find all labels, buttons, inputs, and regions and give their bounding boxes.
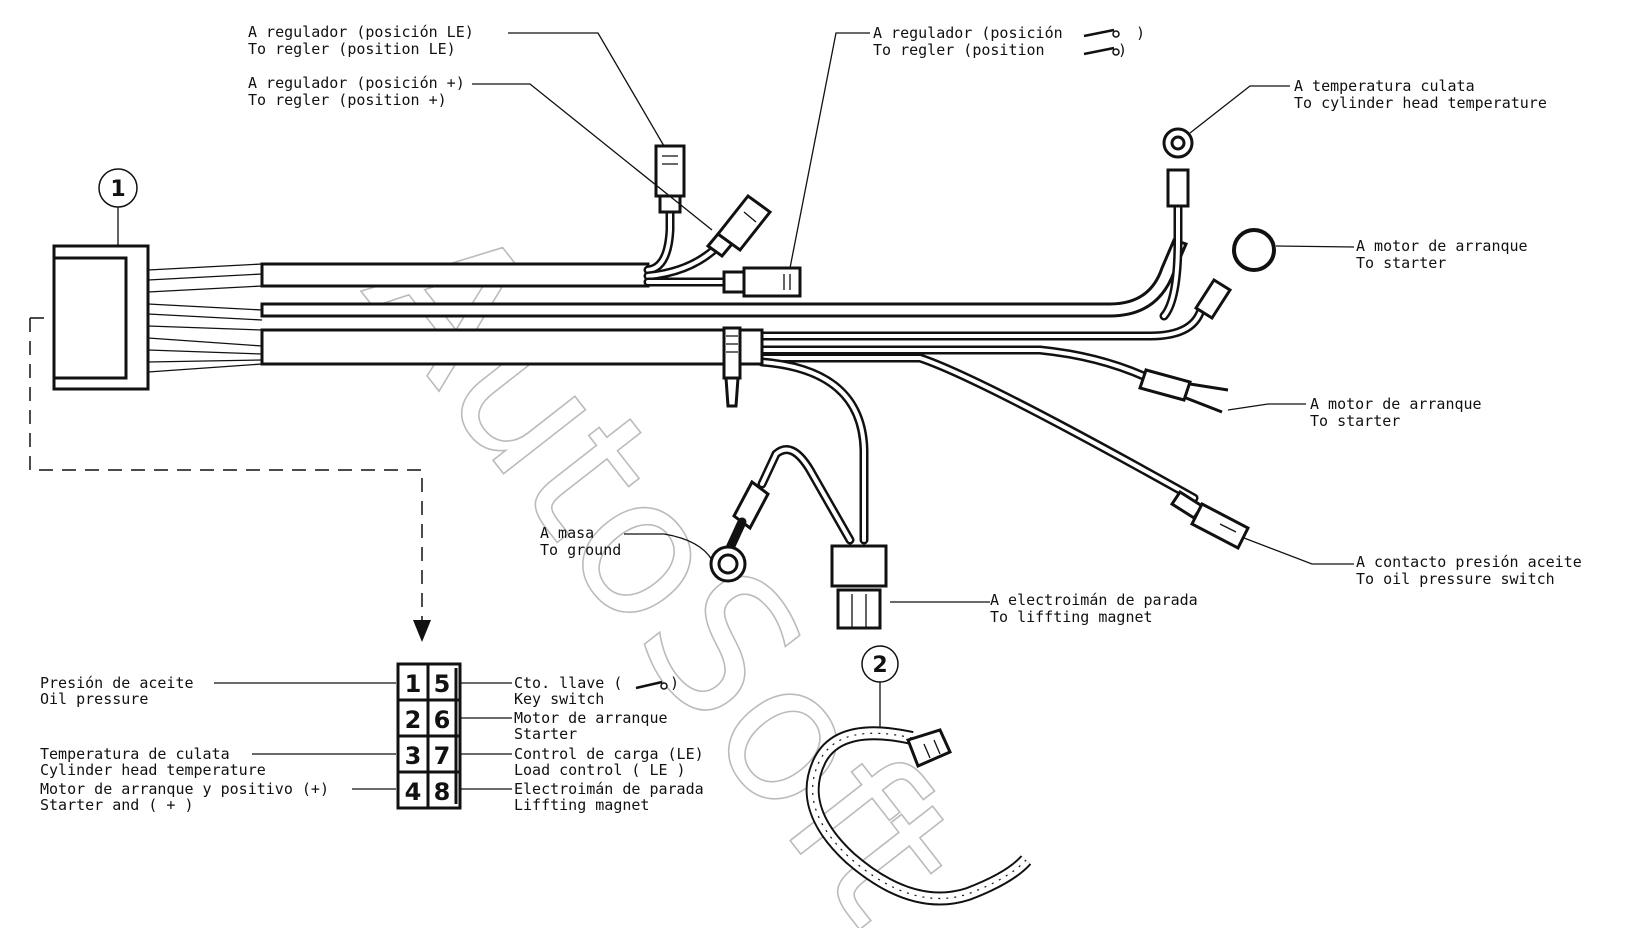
reference-arrow xyxy=(413,620,431,642)
pin-8: 8 xyxy=(434,778,451,806)
label-cylinder-temp-es: A temperatura culata xyxy=(1294,77,1475,95)
pin5-label-en: Key switch xyxy=(514,690,604,708)
main-connector xyxy=(52,244,263,391)
key-switch-symbol-icon xyxy=(660,682,668,690)
pin-7: 7 xyxy=(434,742,451,770)
pin5-label-es: Cto. llave ( xyxy=(514,674,622,692)
label-regulator-switch-paren-es: ) xyxy=(1136,24,1145,42)
label-starter-1-en: To starter xyxy=(1356,254,1446,272)
pin-3: 3 xyxy=(405,742,422,770)
label-regulator-plus-en: To regler (position +) xyxy=(248,91,447,109)
starter-ring-terminal xyxy=(1193,228,1276,321)
label-cylinder-temp-en: To cylinder head temperature xyxy=(1294,94,1547,112)
label-lifting-magnet-en: To liffting magnet xyxy=(990,608,1153,626)
harness-branches xyxy=(643,207,1207,545)
label-regulator-switch-es: A regulador (posición xyxy=(873,24,1063,42)
pin4-label-es: Motor de arranque y positivo (+) xyxy=(40,780,329,798)
oil-pressure-spade-terminal xyxy=(1169,489,1251,551)
label-lifting-magnet-es: A electroimán de parada xyxy=(990,591,1198,609)
pin-4: 4 xyxy=(405,778,422,806)
label-leaders xyxy=(472,32,1355,603)
pin-leaders xyxy=(214,682,512,790)
label-ground: A masa To ground xyxy=(540,524,621,559)
pin3-label-es: Temperatura de culata xyxy=(40,745,230,763)
starter-fork-terminal xyxy=(1138,368,1229,414)
callout-1-circle xyxy=(98,168,138,208)
callout-2-circle xyxy=(861,645,899,683)
label-regulator-plus: A regulador (posición +) To regler (posi… xyxy=(248,74,465,109)
pin-numbers: 1 2 3 4 5 6 7 8 xyxy=(405,670,451,806)
harness-trunk xyxy=(260,238,1189,366)
label-regulator-le-en: To regler (position LE) xyxy=(248,40,456,58)
pin-1: 1 xyxy=(405,670,422,698)
pinout-connector xyxy=(396,662,462,810)
pin3-label-en: Cylinder head temperature xyxy=(40,761,266,779)
pin6-label-es: Motor de arranque xyxy=(514,709,668,727)
callout-1-number: 1 xyxy=(110,177,125,202)
pin8-label-en: Liffting magnet xyxy=(514,796,649,814)
temperature-ring-terminal xyxy=(1166,168,1190,208)
label-oil-switch: A contacto presión aceite To oil pressur… xyxy=(1356,553,1582,588)
label-oil-switch-es: A contacto presión aceite xyxy=(1356,553,1582,571)
label-regulator-switch-en: To regler (position xyxy=(873,41,1045,59)
pin7-label-en: Load control ( LE ) xyxy=(514,761,686,779)
dashed-reference-line xyxy=(29,317,423,628)
regulator-switch-spade xyxy=(722,266,802,298)
key-switch-symbol-icon xyxy=(635,680,663,690)
label-starter-1: A motor de arranque To starter xyxy=(1356,237,1528,272)
regulator-le-spade xyxy=(654,144,686,214)
switch-symbol-icon xyxy=(1083,46,1115,56)
pin1-label-en: Oil pressure xyxy=(40,690,148,708)
switch-symbol-icon xyxy=(1083,28,1115,38)
callout-2-number: 2 xyxy=(872,653,887,678)
switch-symbol-icon xyxy=(1112,30,1120,38)
label-regulator-switch: A regulador (posición To regler (positio… xyxy=(873,24,1145,59)
label-cylinder-temp: A temperatura culata To cylinder head te… xyxy=(1294,77,1547,112)
label-starter-2-es: A motor de arranque xyxy=(1310,395,1482,413)
pinout-labels-left: Presión de aceite Oil pressure Temperatu… xyxy=(40,674,329,814)
inline-clamp xyxy=(722,326,764,408)
pin8-label-es: Electroimán de parada xyxy=(514,780,704,798)
watermark: AutoSoft xyxy=(324,181,1002,928)
watermark-text: AutoSoft xyxy=(325,182,1002,928)
pin4-label-en: Starter and ( + ) xyxy=(40,796,194,814)
pin5-label-paren: ) xyxy=(670,674,679,692)
label-starter-1-es: A motor de arranque xyxy=(1356,237,1528,255)
pin7-label-es: Control de carga (LE) xyxy=(514,745,704,763)
regulator-plus-spade xyxy=(705,193,773,259)
switch-symbol-icon xyxy=(1112,48,1120,56)
label-regulator-le: A regulador (posición LE) To regler (pos… xyxy=(248,23,474,58)
pin-5: 5 xyxy=(434,670,451,698)
label-ground-es: A masa xyxy=(540,524,594,542)
label-regulator-plus-es: A regulador (posición +) xyxy=(248,74,465,92)
label-starter-2-en: To starter xyxy=(1310,412,1400,430)
label-lifting-magnet: A electroimán de parada To liffting magn… xyxy=(990,591,1198,626)
pin-6: 6 xyxy=(434,706,451,734)
pinout-labels-right: Cto. llave ( ) Key switch Motor de arran… xyxy=(514,674,704,814)
pin-2: 2 xyxy=(405,706,422,734)
pin1-label-es: Presión de aceite xyxy=(40,674,194,692)
label-ground-en: To ground xyxy=(540,541,621,559)
label-regulator-switch-paren-en: ) xyxy=(1118,41,1127,59)
label-regulator-le-es: A regulador (posición LE) xyxy=(248,23,474,41)
lifting-magnet-connector xyxy=(830,544,888,630)
ground-ring-terminal xyxy=(709,479,770,583)
label-oil-switch-en: To oil pressure switch xyxy=(1356,570,1555,588)
label-starter-2: A motor de arranque To starter xyxy=(1310,395,1482,430)
strap-connector xyxy=(805,726,1032,906)
pin6-label-en: Starter xyxy=(514,725,577,743)
